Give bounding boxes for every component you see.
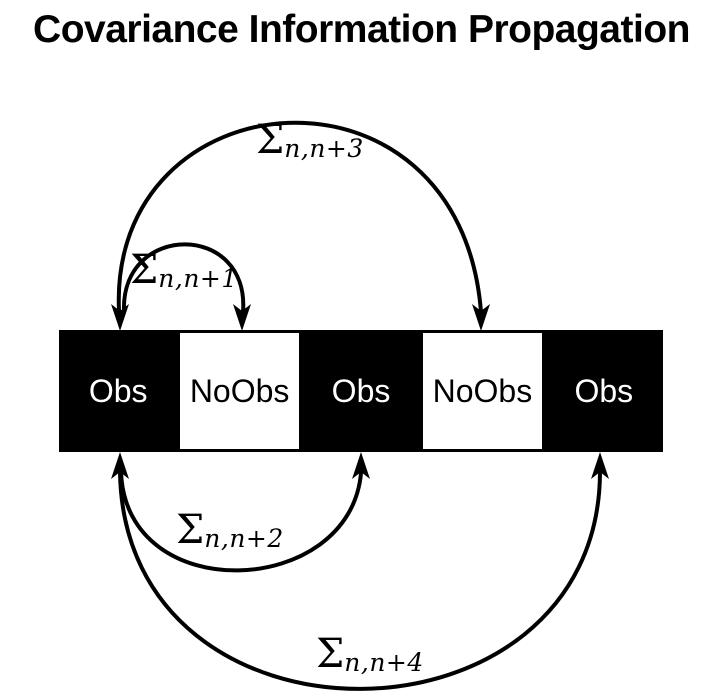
sigma-symbol: Σ bbox=[256, 117, 285, 163]
arrowhead-down-obs-n bbox=[111, 304, 129, 331]
sigma-subscript: n,n+1 bbox=[158, 264, 238, 294]
sigma-symbol: Σ bbox=[316, 631, 345, 677]
box-obs-5: Obs bbox=[544, 330, 664, 452]
box-label: Obs bbox=[574, 372, 634, 409]
timeline-strip: Obs NoObs Obs NoObs Obs bbox=[59, 330, 664, 452]
box-label: NoObs bbox=[432, 372, 533, 409]
sigma-label-n-n+2: Σn,n+2 bbox=[176, 507, 284, 554]
arrowhead-down-noobs-n+1 bbox=[233, 304, 251, 331]
sigma-label-n-n+1: Σn,n+1 bbox=[130, 247, 238, 294]
sigma-subscript: n,n+3 bbox=[284, 134, 364, 164]
sigma-subscript: n,n+4 bbox=[344, 648, 424, 678]
arrowhead-up-obs-n+4 bbox=[591, 452, 609, 479]
sigma-symbol: Σ bbox=[176, 507, 205, 553]
page-title: Covariance Information Propagation bbox=[33, 8, 690, 51]
box-label: Obs bbox=[88, 372, 148, 409]
sigma-subscript: n,n+2 bbox=[204, 524, 284, 554]
sigma-symbol: Σ bbox=[130, 247, 159, 293]
box-obs-3: Obs bbox=[301, 330, 421, 452]
arrowhead-down-noobs-n+3 bbox=[472, 304, 490, 331]
box-obs-1: Obs bbox=[59, 330, 178, 452]
box-label: Obs bbox=[331, 372, 391, 409]
box-noobs-4: NoObs bbox=[420, 330, 545, 452]
sigma-label-n-n+4: Σn,n+4 bbox=[316, 631, 424, 678]
arrowhead-up-obs-n+2 bbox=[352, 452, 370, 479]
box-noobs-2: NoObs bbox=[177, 330, 302, 452]
arrowhead-up-obs-n bbox=[111, 452, 129, 479]
sigma-label-n-n+3: Σn,n+3 bbox=[256, 117, 364, 164]
box-label: NoObs bbox=[189, 372, 290, 409]
